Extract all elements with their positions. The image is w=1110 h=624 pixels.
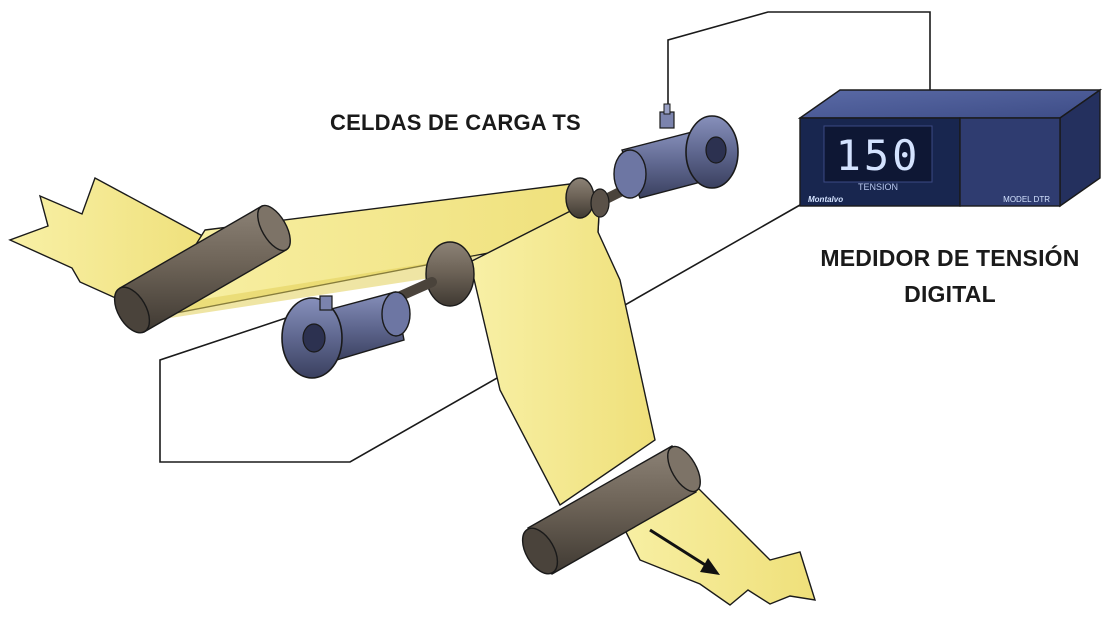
tension-meter-label-line1: MEDIDOR DE TENSIÓN bbox=[820, 245, 1080, 271]
meter-brand: Montalvo bbox=[808, 195, 843, 204]
meter-model: MODEL DTR bbox=[1003, 195, 1050, 204]
upper-roller-end bbox=[565, 177, 595, 219]
tension-meter-label: MEDIDOR DE TENSIÓN DIGITAL bbox=[790, 240, 1110, 312]
tension-meter-label-line2: DIGITAL bbox=[904, 281, 996, 307]
roller-bottom bbox=[521, 445, 701, 575]
wire-upper-cell bbox=[667, 11, 931, 112]
meter-display-value: 150 bbox=[836, 131, 921, 180]
lower-roller-end bbox=[425, 241, 475, 307]
meter-display bbox=[823, 125, 933, 183]
roller-left bbox=[113, 204, 291, 334]
load-cells-label: CELDAS DE CARGA TS bbox=[330, 110, 581, 135]
meter-display-caption: TENSION bbox=[858, 182, 898, 192]
load-cell-upper bbox=[613, 103, 739, 199]
load-cell-lower bbox=[281, 291, 411, 379]
arrow-icon bbox=[649, 528, 720, 575]
tension-meter: 150 TENSION Montalvo MODEL DTR bbox=[797, 88, 1103, 208]
